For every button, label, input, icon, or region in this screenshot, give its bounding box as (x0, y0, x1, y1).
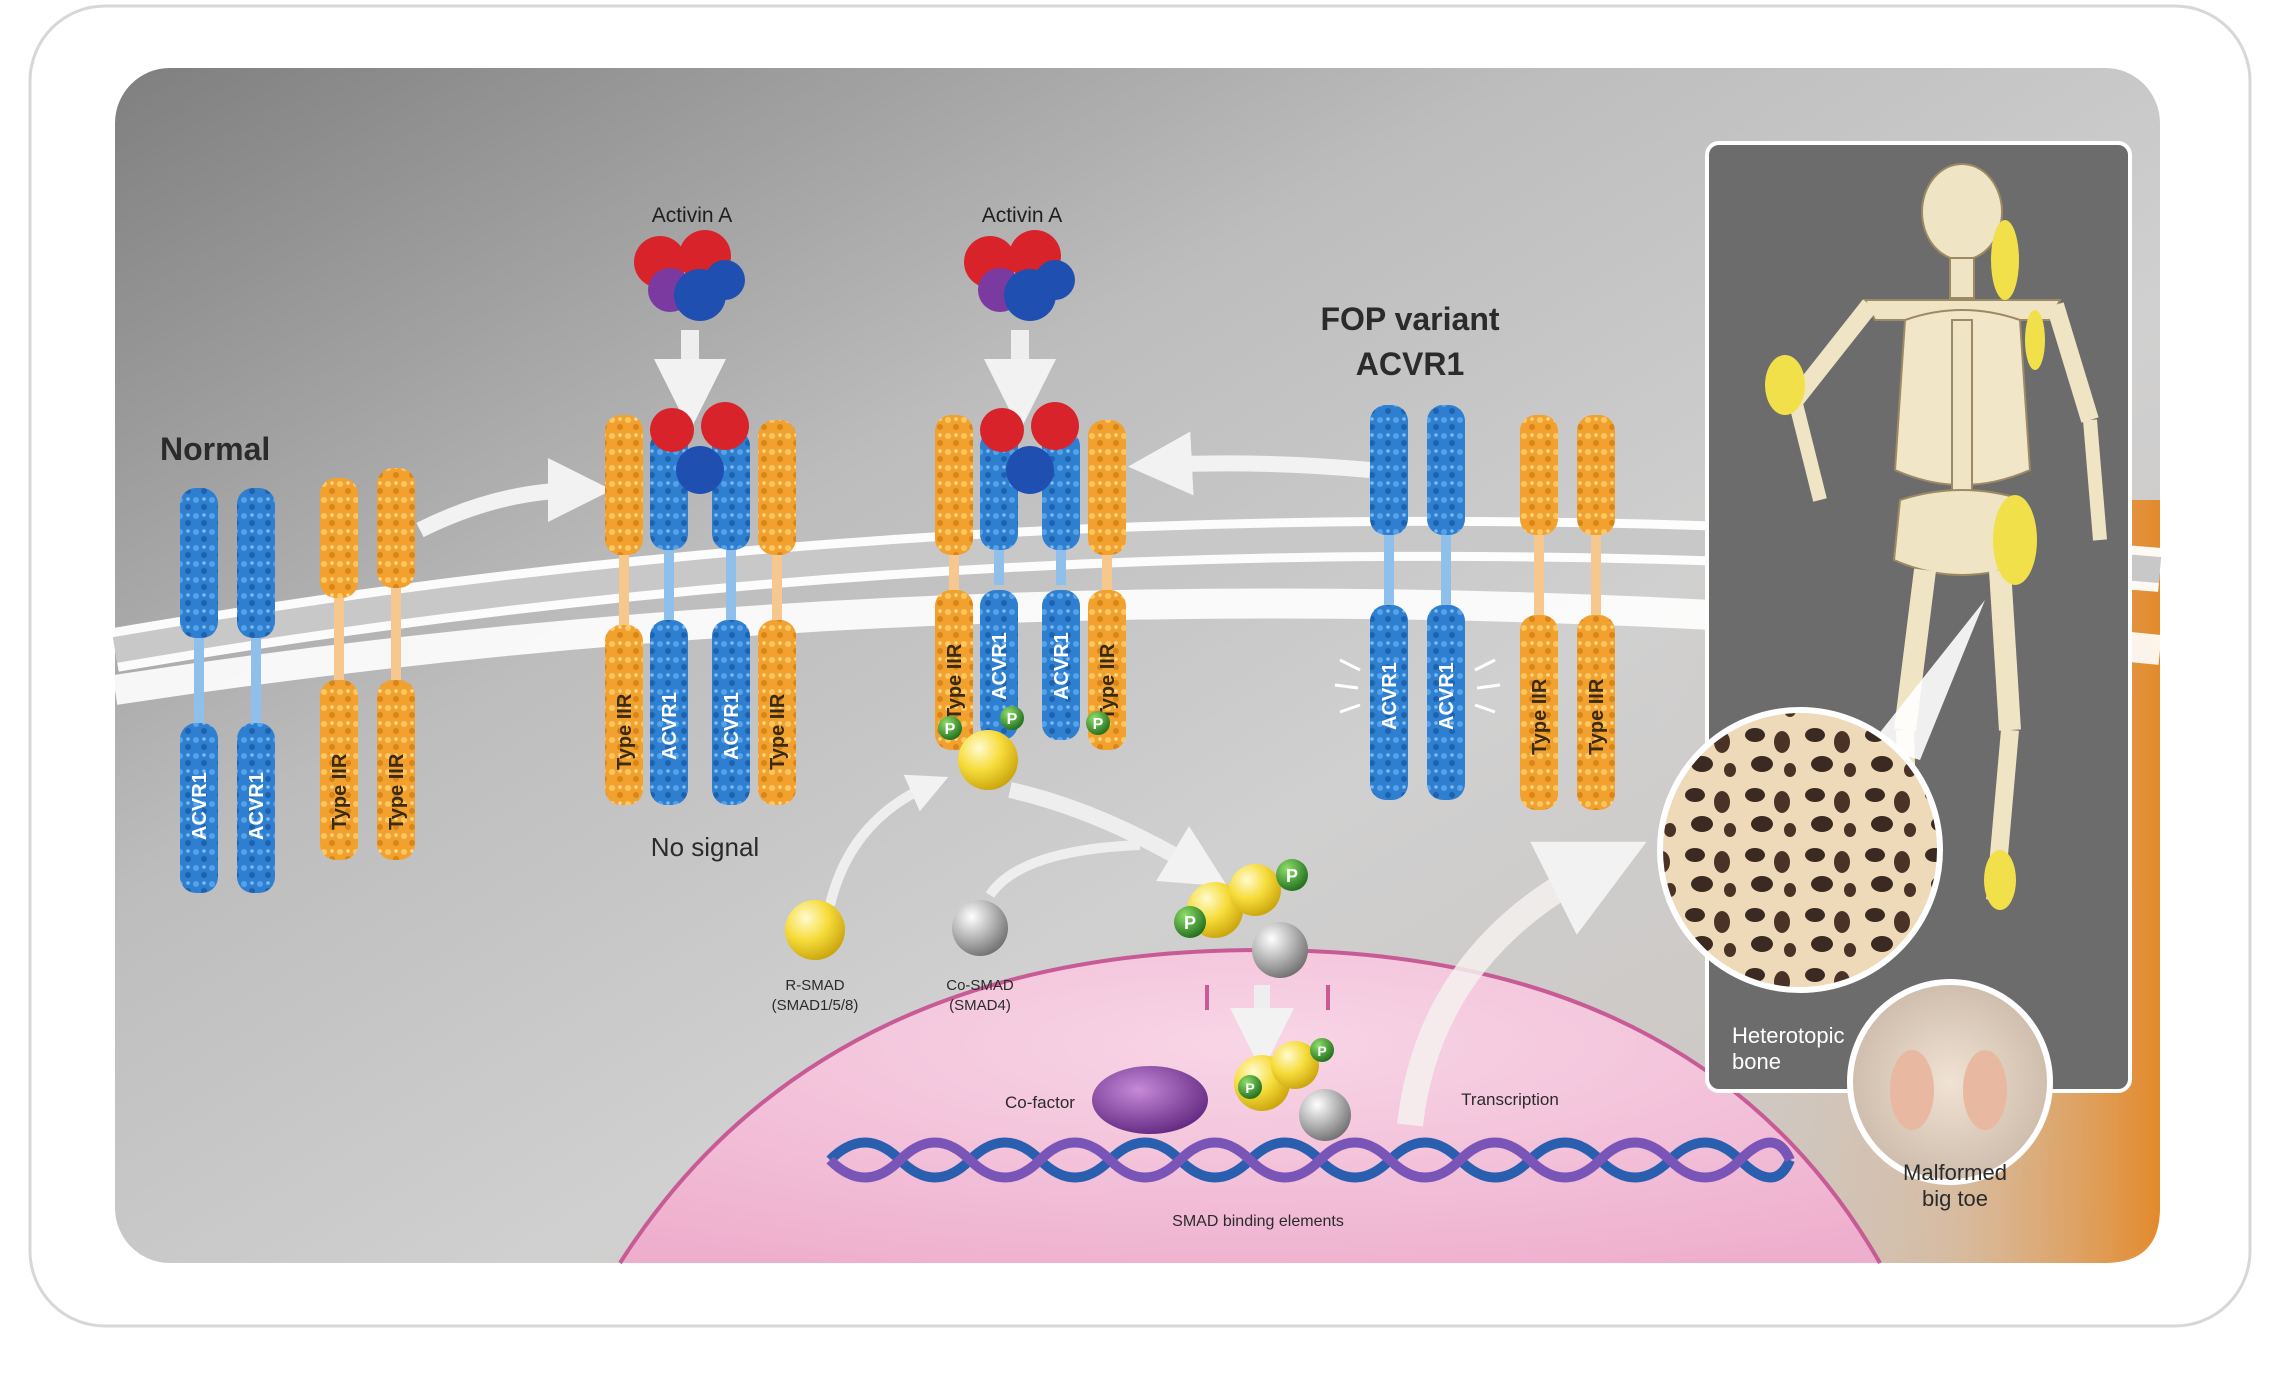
foot-illustration (1890, 1050, 2007, 1130)
label-activin-a-right: Activin A (982, 204, 1063, 227)
callout-pointer (1870, 600, 1985, 760)
receptor-label: Type IIR (944, 643, 966, 720)
phospho-label: P (1184, 913, 1196, 933)
label-no-signal: No signal (651, 832, 759, 862)
label-fop-variant: FOP variant (1320, 301, 1499, 337)
activin-a-ligand-right (964, 230, 1075, 321)
label-co-smad-sub: (SMAD4) (949, 997, 1011, 1014)
phospho-label: P (1007, 711, 1018, 728)
arrow-fop-to-complex (1128, 431, 1371, 496)
acvr1-kinase (180, 723, 218, 893)
phospho-label: P (1317, 1043, 1326, 1059)
arrow-transcription (1397, 841, 1647, 1127)
normal-receptor-group: ACVR1 ACVR1 Type IIR Type IIR (180, 468, 415, 893)
acvr1-kinase (237, 723, 275, 893)
acvr1-extracellular (180, 488, 218, 638)
receptor-label: Type IIR (1529, 678, 1551, 755)
activation-burst (1334, 658, 1501, 714)
label-fop-acvr1: ACVR1 (1356, 346, 1464, 382)
label-malformed: Malformed (1903, 1160, 2007, 1185)
fop-receptor-group: ACVR1 ACVR1 Type IIR Type IIR (1334, 405, 1615, 810)
type2-extracellular (320, 478, 358, 598)
phospho-bead (1086, 711, 1110, 735)
r-smad-bound (958, 730, 1018, 790)
type2-transmembrane (391, 588, 401, 680)
signaling-complex: Type IIR ACVR1 ACVR1 Type IIR P P P (935, 402, 1126, 790)
label-transcription: Transcription (1461, 1090, 1559, 1109)
label-heterotopic-bone: bone (1732, 1049, 1781, 1074)
label-r-smad: R-SMAD (785, 977, 844, 994)
receptor-label: ACVR1 (989, 632, 1011, 700)
receptor-label: ACVR1 (1436, 662, 1458, 730)
phospho-label: P (1093, 716, 1104, 733)
receptor-label: Type IIR (329, 753, 351, 830)
smad-complex-nucleus: P P (1234, 1038, 1351, 1141)
bone-microstructure-circle (1657, 707, 1943, 993)
arrow-complex-release (1008, 782, 1228, 887)
receptor-label: Type IIR (1586, 678, 1608, 755)
heterotopic-ossification (1765, 220, 2045, 910)
receptor-label: Type IIR (1097, 643, 1119, 720)
receptor-label: ACVR1 (721, 692, 743, 760)
phospho-bead (1000, 706, 1024, 730)
phospho-label: P (945, 721, 956, 738)
co-factor-protein (1092, 1066, 1208, 1134)
malformed-toe-circle (1847, 979, 2053, 1185)
receptor-label: ACVR1 (1051, 632, 1073, 700)
receptor-label: Type IIR (767, 693, 789, 770)
label-normal: Normal (160, 431, 270, 467)
r-smad (785, 900, 845, 960)
receptor-label: Type IIR (386, 753, 408, 830)
label-smad-binding: SMAD binding elements (1172, 1213, 1344, 1230)
type2-transmembrane (334, 598, 344, 680)
label-activin-a-left: Activin A (652, 204, 733, 227)
diagram-panel (115, 68, 2160, 1263)
arrow-rsmad-recruit (825, 774, 949, 907)
arrow-cosmad-join (985, 840, 1141, 898)
arrow-normal-to-complex (416, 458, 612, 538)
acvr1-extracellular (237, 488, 275, 638)
receptor-label: ACVR1 (189, 772, 211, 840)
receptor-label: Type IIR (614, 693, 636, 770)
label-co-smad: Co-SMAD (946, 977, 1014, 994)
activin-a-ligand-left (634, 230, 745, 321)
co-smad (952, 900, 1008, 956)
type2-kinase (320, 680, 358, 860)
dna-double-helix (826, 1137, 1795, 1183)
type2-kinase (377, 680, 415, 860)
type2-extracellular (377, 468, 415, 588)
label-co-factor: Co-factor (1005, 1093, 1075, 1112)
receptor-label: ACVR1 (659, 692, 681, 760)
label-big-toe: big toe (1922, 1186, 1988, 1211)
no-signal-complex: Type IIR ACVR1 ACVR1 Type IIR (605, 402, 796, 805)
phospho-bead (938, 716, 962, 740)
phospho-label: P (1245, 1080, 1254, 1096)
acvr1-transmembrane (251, 638, 261, 723)
receptor-label: ACVR1 (246, 772, 268, 840)
label-heterotopic: Heterotopic (1732, 1023, 1845, 1048)
phospho-label: P (1286, 866, 1298, 886)
smad-complex-cytoplasm: P P (1174, 859, 1308, 978)
label-r-smad-sub: (SMAD1/5/8) (772, 997, 859, 1014)
acvr1-transmembrane (194, 638, 204, 723)
receptor-label: ACVR1 (1379, 662, 1401, 730)
